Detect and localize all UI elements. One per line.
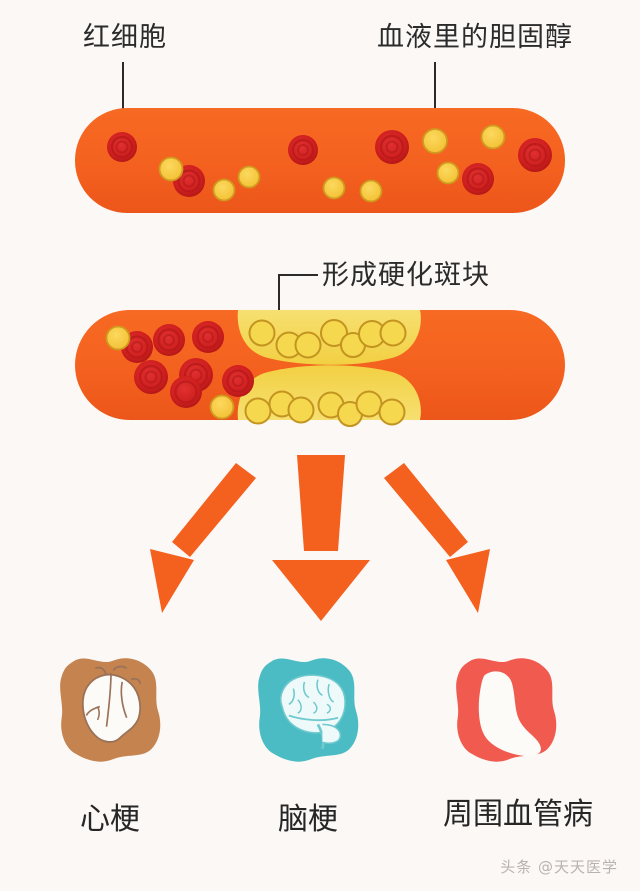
- plaque-particles-top: [248, 319, 407, 359]
- brain-icon: [280, 674, 346, 750]
- source-watermark: 头条 @天天医学: [500, 858, 618, 876]
- heart-icon: [81, 665, 141, 743]
- leader-line-red-blood-cells: [122, 62, 124, 120]
- outcome-label-heart-attack: 心梗: [80, 802, 140, 837]
- vessel-healthy-body: [75, 108, 565, 213]
- outcome-badge-foot: [456, 658, 557, 762]
- plaque-particles-bottom: [244, 390, 406, 427]
- leader-line-plaque-horizontal: [278, 274, 318, 276]
- leader-line-plaque-vertical: [278, 274, 280, 330]
- outcome-badge-brain: [258, 658, 359, 762]
- label-red-blood-cells: 红细胞: [83, 22, 167, 53]
- red-blood-cell-group-healthy: [107, 130, 552, 197]
- arrow-center: [272, 455, 370, 621]
- red-blood-cell-group-plaque: [121, 321, 254, 408]
- label-plaque-formation: 形成硬化斑块: [322, 260, 490, 291]
- arrow-right: [384, 463, 490, 613]
- cholesterol-particle-group-healthy: [158, 124, 506, 203]
- leader-line-cholesterol: [434, 62, 436, 120]
- label-blood-cholesterol: 血液里的胆固醇: [377, 22, 573, 53]
- foot-icon: [478, 671, 541, 757]
- outcome-label-stroke: 脑梗: [278, 802, 338, 837]
- arrow-left: [150, 463, 256, 613]
- cholesterol-particle-group-plaque: [105, 325, 235, 420]
- outcome-label-peripheral-vascular-disease: 周围血管病: [443, 797, 593, 832]
- outcome-badge-heart: [60, 658, 161, 762]
